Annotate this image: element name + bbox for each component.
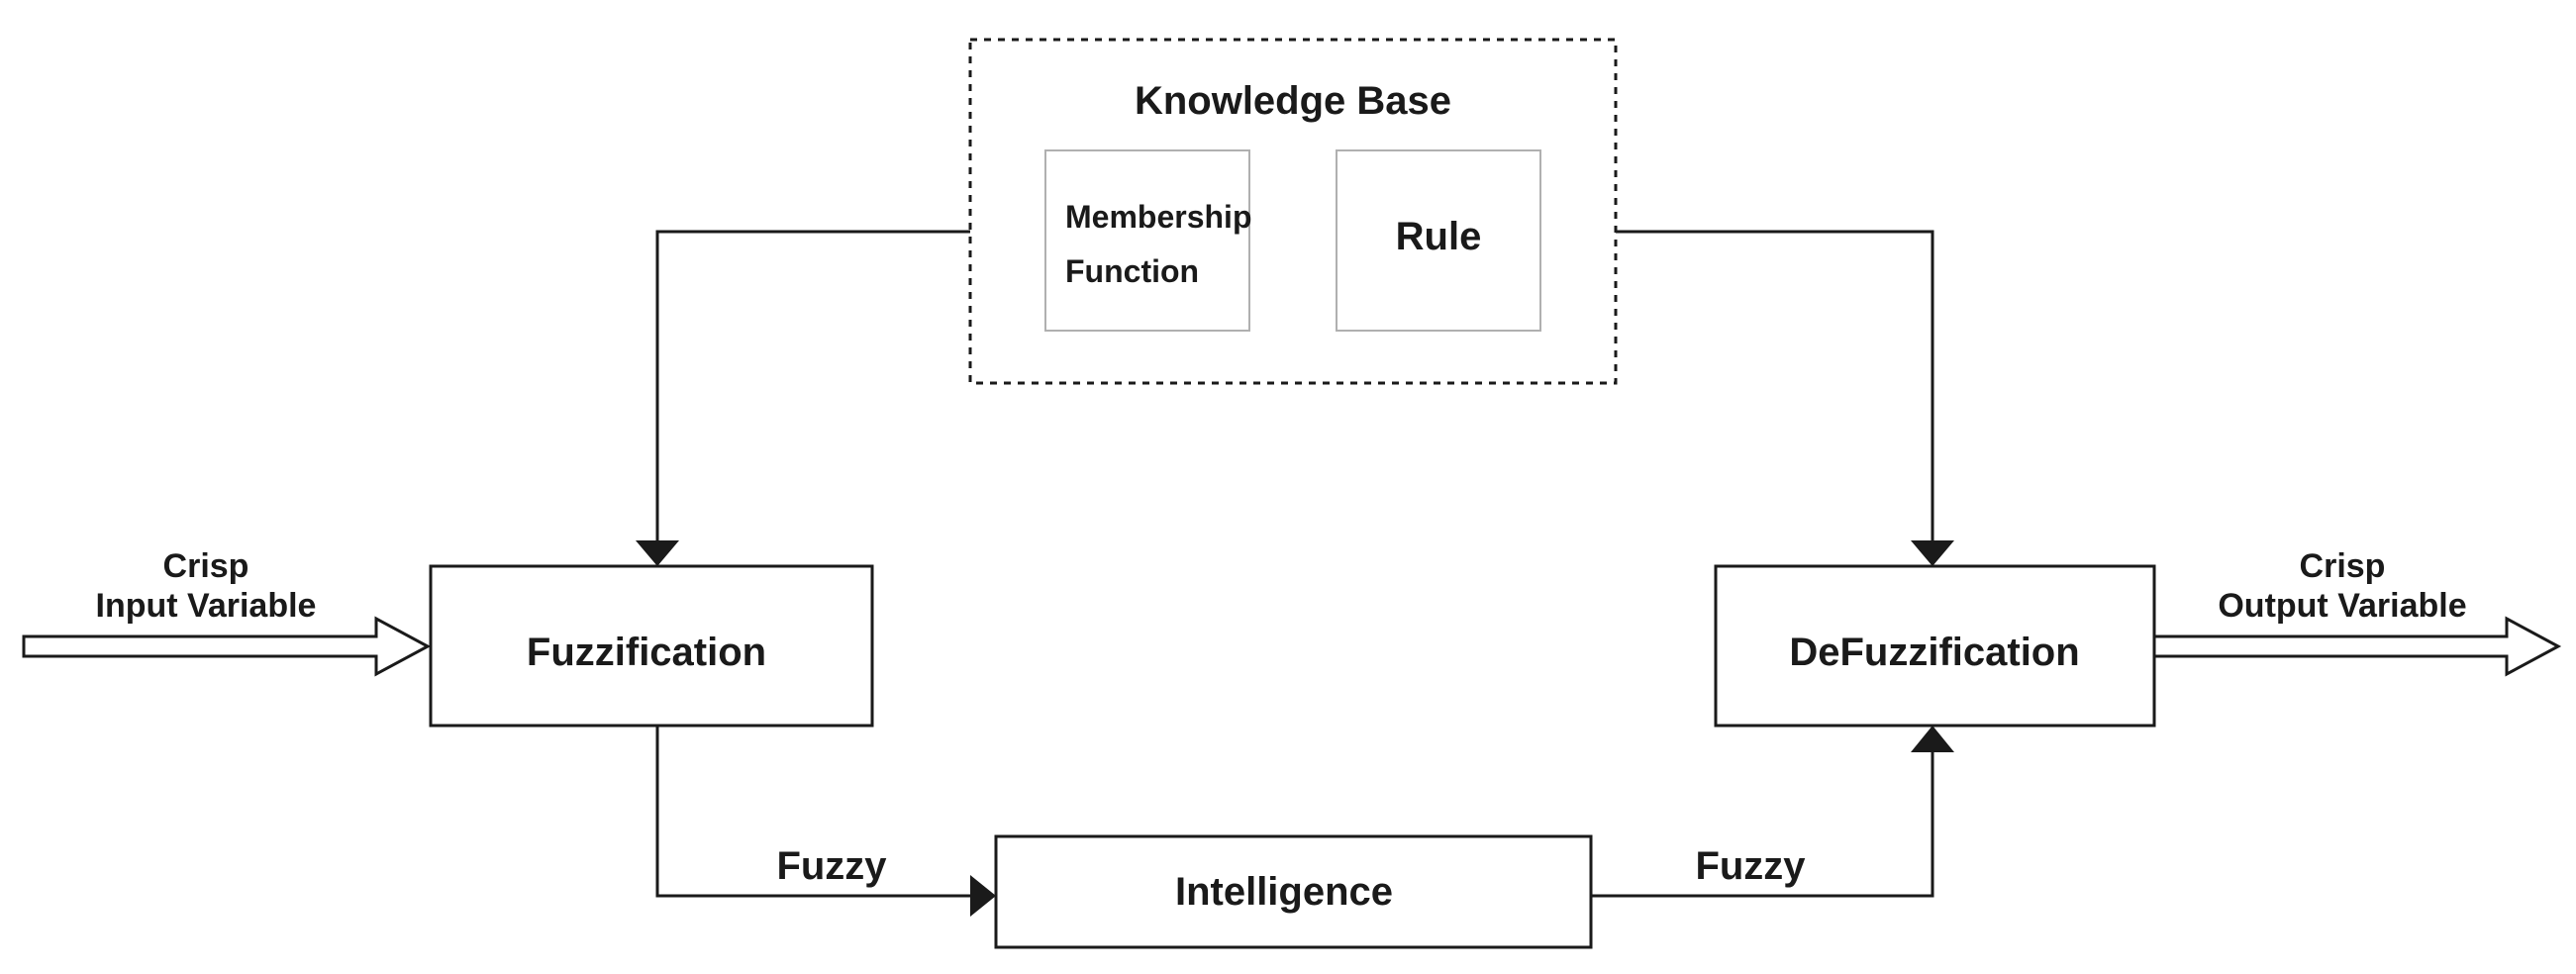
rule-label: Rule bbox=[1396, 215, 1482, 258]
fuzzification-to-intelligence-connector bbox=[655, 726, 972, 898]
fuzzification-to-intelligence-arrowhead bbox=[970, 875, 996, 917]
crisp-output-label-line1: Crisp bbox=[2300, 547, 2386, 585]
knowledge-base-group: Knowledge Base Membership Function Rule bbox=[968, 38, 1618, 385]
intelligence-label: Intelligence bbox=[1175, 870, 1393, 914]
crisp-output-label-line2: Output Variable bbox=[2218, 587, 2466, 625]
crisp-input-label-line2: Input Variable bbox=[96, 587, 317, 625]
crisp-input-arrow bbox=[22, 616, 432, 677]
membership-function-label-line2: Function bbox=[1065, 253, 1199, 289]
kb-to-defuzzification-arrowhead bbox=[1911, 540, 1954, 566]
intelligence-to-defuzzification-arrowhead bbox=[1911, 726, 1954, 752]
fuzzification-block bbox=[429, 564, 874, 728]
kb-to-fuzzification-connector bbox=[655, 230, 970, 544]
defuzzification-label: DeFuzzification bbox=[1789, 631, 2079, 674]
fuzzification-label: Fuzzification bbox=[527, 631, 766, 674]
intelligence-to-defuzzification-connector bbox=[1591, 750, 1934, 898]
membership-function-box bbox=[1044, 149, 1250, 332]
defuzzification-block bbox=[1714, 564, 2156, 728]
fuzzy-label-right: Fuzzy bbox=[1695, 844, 1806, 888]
crisp-output-arrow bbox=[2152, 616, 2562, 677]
membership-function-label-line1: Membership bbox=[1065, 199, 1251, 235]
fuzzy-label-left: Fuzzy bbox=[776, 844, 887, 888]
kb-to-fuzzification-arrowhead bbox=[636, 540, 679, 566]
crisp-input-label-line1: Crisp bbox=[163, 547, 249, 585]
intelligence-block bbox=[994, 834, 1593, 949]
knowledge-base-title: Knowledge Base bbox=[1135, 79, 1451, 123]
rule-box bbox=[1336, 149, 1541, 332]
kb-to-defuzzification-connector bbox=[1616, 230, 1934, 544]
